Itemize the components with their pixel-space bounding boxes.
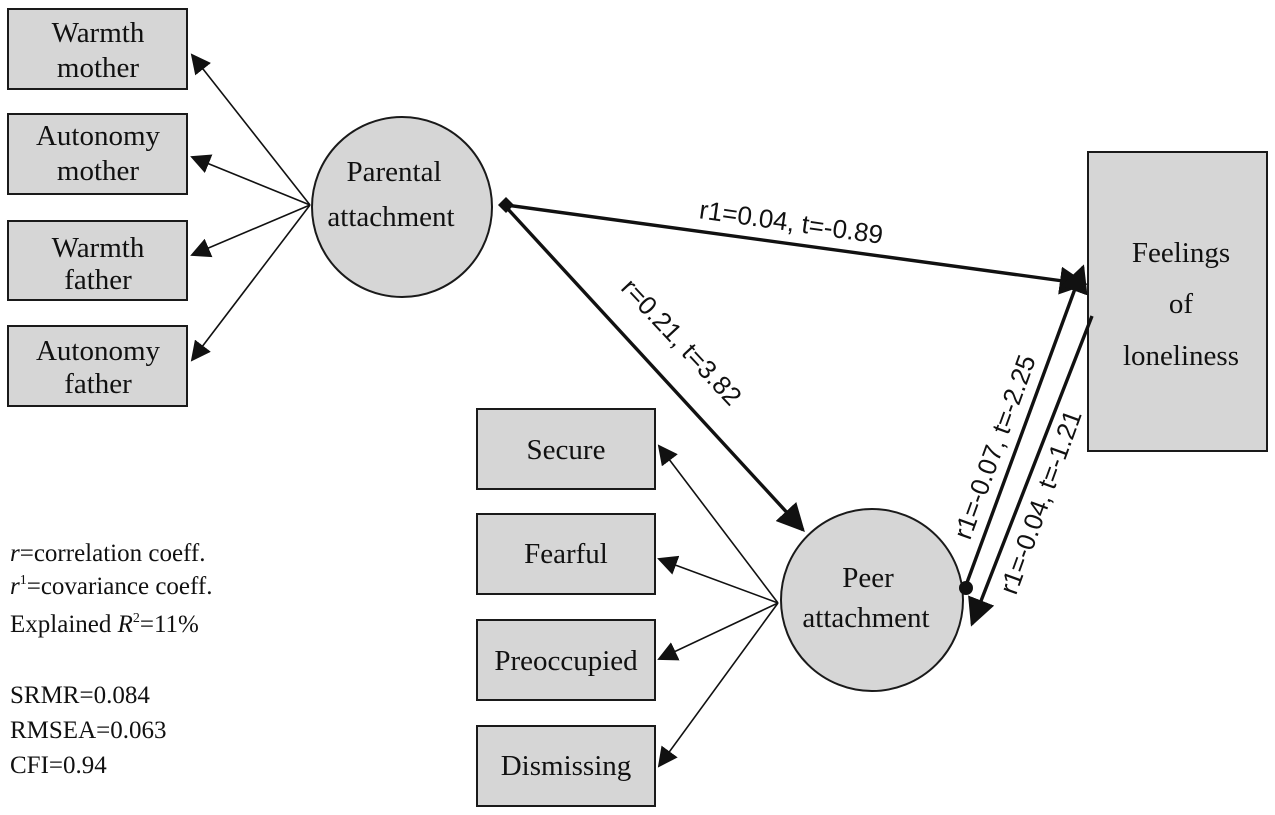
latent-parental-line1: Parental [346,156,441,188]
outcome-line2: of [1169,288,1194,320]
latent-peer-line1: Peer [842,562,894,594]
indicator-warmth-mother: Warmth mother [7,8,188,90]
indicator-fearful: Fearful [476,513,656,595]
indicator-fearful-label: Fearful [524,538,608,570]
loading-arrow-warmth-mother [190,53,311,206]
indicator-warmth-father-line1: Warmth [52,232,145,264]
loading-arrow-autonomy-father [190,204,311,362]
legend-rmsea: RMSEA=0.063 [10,717,166,744]
indicator-warmth-mother-line2: mother [57,52,139,84]
legend-r: r=correlation coeff. [10,540,206,567]
legend-r1: r1=covariance coeff. [10,573,212,600]
loading-arrow-warmth-father [190,204,311,258]
indicator-preoccupied-label: Preoccupied [494,645,638,677]
outcome-line3: loneliness [1123,340,1239,372]
indicator-secure: Secure [476,408,656,490]
latent-peer-line2: attachment [802,602,929,634]
loading-arrow-secure [657,444,779,604]
indicator-autonomy-mother: Autonomy mother [7,113,188,195]
indicator-autonomy-mother-line1: Autonomy [36,120,161,152]
loading-arrow-preoccupied [657,602,779,661]
indicator-preoccupied: Preoccupied [476,619,656,701]
path-parental-to-peer [504,205,805,533]
indicator-autonomy-father: Autonomy father [7,325,188,407]
path-parental-to-loneliness [505,203,1088,295]
latent-peer-attachment: Peer attachment [780,508,964,692]
label-parental-to-loneliness: r1=0.04, t=-0.89 [698,194,885,249]
indicator-warmth-father: Warmth father [7,220,188,301]
path-origin-dot [959,581,973,595]
loading-arrow-dismissing [657,602,779,768]
indicator-dismissing-label: Dismissing [501,750,632,782]
outcome-loneliness: Feelings of loneliness [1087,151,1268,452]
path-loneliness-to-peer [968,315,1094,627]
latent-parental-line2: attachment [327,201,454,233]
label-parental-to-peer: r=0.21, t=3.82 [615,272,747,411]
indicator-autonomy-father-line2: father [64,368,132,400]
outcome-line1: Feelings [1132,237,1230,269]
indicator-autonomy-father-line1: Autonomy [36,335,161,367]
indicator-warmth-father-line2: father [64,264,132,296]
loading-arrow-fearful [657,555,779,604]
legend-srmr: SRMR=0.084 [10,682,150,709]
path-peer-to-loneliness [963,264,1088,589]
indicator-warmth-mother-line1: Warmth [52,17,145,49]
legend-explained: Explained R2=11% [10,611,199,638]
legend-cfi: CFI=0.94 [10,752,107,779]
indicator-autonomy-mother-line2: mother [57,155,139,187]
legend: r=correlation coeff. r1=covariance coeff… [10,540,212,779]
loading-arrow-autonomy-mother [190,154,311,206]
indicator-secure-label: Secure [527,434,606,466]
latent-parental-attachment: Parental attachment [311,116,493,298]
indicator-dismissing: Dismissing [476,725,656,807]
